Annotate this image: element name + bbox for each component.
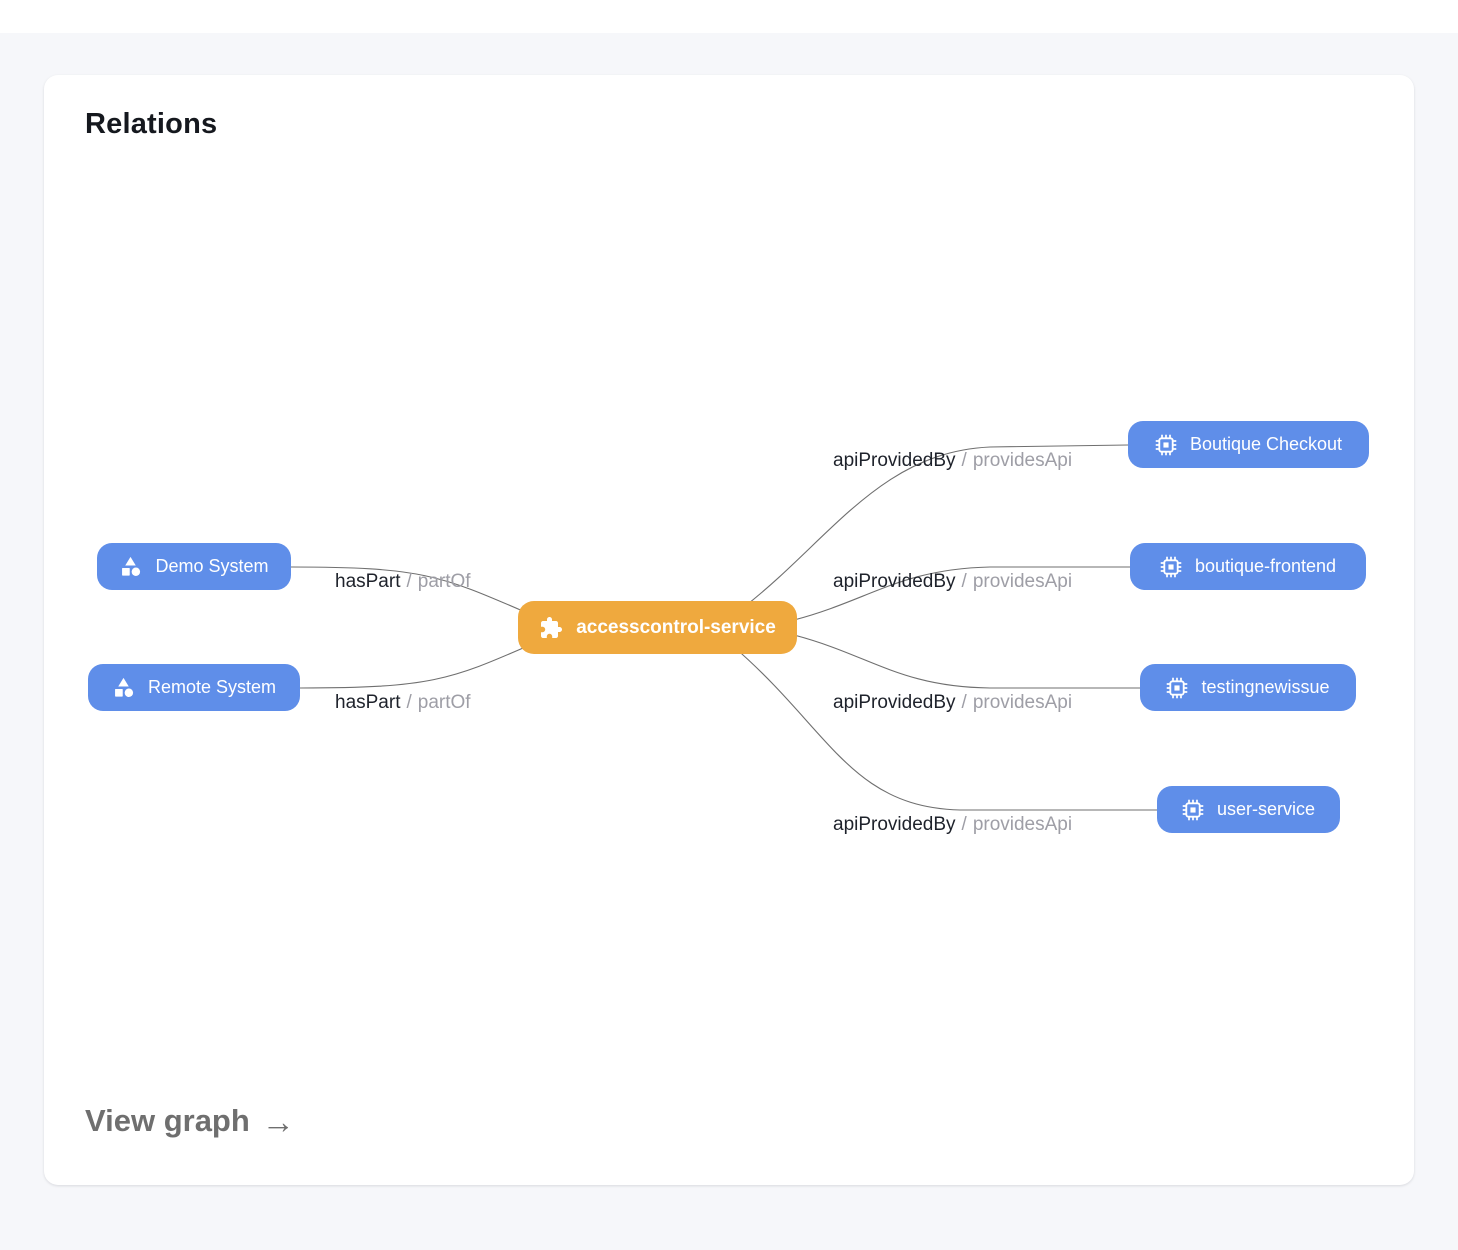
node-testingnewissue[interactable]: testingnewissue <box>1140 664 1356 711</box>
node-label: boutique-frontend <box>1194 556 1337 576</box>
shapes-icon <box>119 555 142 578</box>
edge-label-apiprovidedby-testingnewissue: apiProvidedBy / providesApi <box>833 692 1073 713</box>
view-graph-link[interactable]: View graph → <box>85 1103 295 1139</box>
node-label: Remote System <box>147 677 277 697</box>
relations-card: Relations Demo System Remote System <box>44 75 1414 1185</box>
card-title: Relations <box>85 108 218 140</box>
node-remote-system[interactable]: Remote System <box>88 664 300 711</box>
edge-testingnewissue <box>793 634 1140 689</box>
shapes-icon <box>112 676 135 699</box>
relations-graph: Demo System Remote System accesscontrol-… <box>44 75 1414 1185</box>
node-label: Boutique Checkout <box>1189 434 1343 454</box>
node-boutique-frontend[interactable]: boutique-frontend <box>1130 543 1366 590</box>
edge-boutique-checkout <box>743 444 1129 608</box>
puzzle-icon <box>539 616 563 640</box>
node-label: accesscontrol-service <box>576 616 776 638</box>
edge-label-haspart-remote: hasPart / partOf <box>335 692 471 713</box>
graph-edges-layer <box>290 444 1157 811</box>
edge-user-service <box>733 646 1157 811</box>
edge-boutique-frontend <box>793 566 1130 621</box>
node-label: Demo System <box>155 556 269 576</box>
node-label: user-service <box>1216 799 1316 819</box>
node-boutique-checkout[interactable]: Boutique Checkout <box>1128 421 1369 468</box>
edge-label-apiprovidedby-user-service: apiProvidedBy / providesApi <box>833 814 1073 835</box>
page-header-strip <box>0 0 1458 33</box>
chip-icon <box>1182 799 1204 821</box>
view-graph-label: View graph <box>85 1103 250 1138</box>
edge-demo-system <box>290 566 526 613</box>
chip-icon <box>1166 677 1188 699</box>
chip-icon <box>1160 556 1182 578</box>
edge-remote-system <box>299 644 531 689</box>
edge-label-apiprovidedby-boutique-checkout: apiProvidedBy / providesApi <box>833 450 1073 471</box>
arrow-right-icon: → <box>261 1102 295 1140</box>
edge-label-apiprovidedby-boutique-frontend: apiProvidedBy / providesApi <box>833 571 1073 592</box>
node-user-service[interactable]: user-service <box>1157 786 1340 833</box>
node-demo-system[interactable]: Demo System <box>97 543 291 590</box>
chip-icon <box>1155 434 1177 456</box>
node-label: testingnewissue <box>1201 677 1330 697</box>
edge-label-haspart-demo: hasPart / partOf <box>335 571 471 592</box>
node-accesscontrol-service[interactable]: accesscontrol-service <box>518 601 797 654</box>
